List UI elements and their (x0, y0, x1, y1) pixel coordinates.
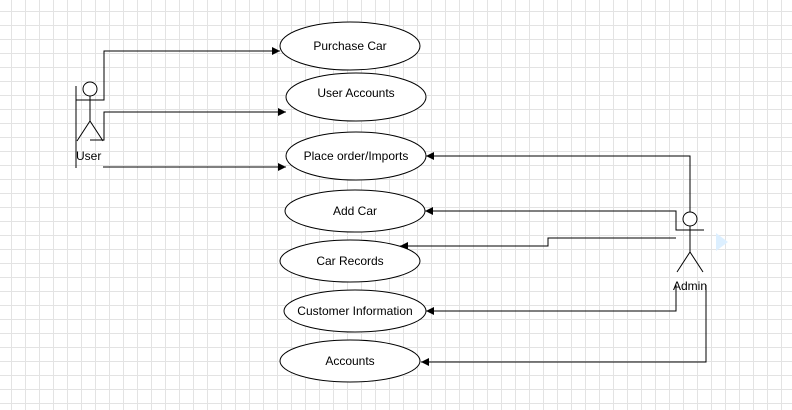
use-case-car-records[interactable]: Car Records (279, 239, 421, 283)
use-case-label: Car Records (316, 254, 383, 268)
use-case-customer-information[interactable]: Customer Information (283, 289, 427, 333)
connector-admin-add-car[interactable] (425, 207, 690, 231)
use-case-label: Accounts (325, 354, 374, 368)
use-case-accounts[interactable]: Accounts (279, 339, 421, 383)
use-case-purchase-car[interactable]: Purchase Car (279, 21, 421, 71)
actor-head (682, 211, 698, 227)
expand-arrow-icon[interactable] (716, 233, 728, 251)
connector-user-user-accounts[interactable] (90, 108, 286, 141)
use-case-user-accounts[interactable]: User Accounts (285, 72, 427, 122)
actor-admin-label: Admin (673, 279, 707, 293)
connector-admin-car-records[interactable] (400, 237, 676, 250)
use-case-label: Add Car (333, 204, 377, 218)
use-case-label: User Accounts (317, 86, 394, 100)
connector-admin-accounts[interactable] (421, 285, 707, 366)
use-case-label: Place order/Imports (304, 149, 409, 163)
use-case-place-order[interactable]: Place order/Imports (285, 131, 427, 181)
use-case-add-car[interactable]: Add Car (284, 189, 426, 233)
actor-user[interactable] (75, 81, 104, 168)
connector-user-purchase-car[interactable] (90, 47, 280, 101)
connector-admin-place-order[interactable] (426, 152, 691, 212)
actor-admin[interactable] (676, 211, 704, 273)
use-case-label: Customer Information (297, 304, 412, 318)
actor-user-label: User (76, 149, 101, 163)
connector-admin-customer-information[interactable] (426, 285, 677, 315)
use-case-label: Purchase Car (313, 39, 386, 53)
actor-head (82, 81, 98, 97)
